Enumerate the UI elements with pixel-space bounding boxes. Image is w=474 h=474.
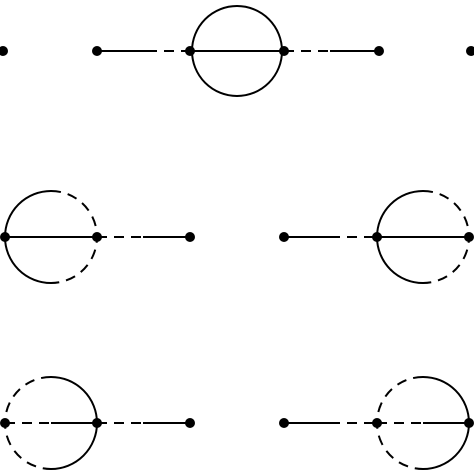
vertex <box>279 46 289 56</box>
vertex <box>0 418 10 428</box>
vertex <box>0 232 10 242</box>
graph-row1-left-dot <box>0 46 8 56</box>
graph-row1-center <box>92 5 384 97</box>
graph-row3-left <box>0 376 195 470</box>
graph-row3-right <box>279 376 474 470</box>
vertex <box>466 46 474 56</box>
vertex <box>185 46 195 56</box>
graph-row2-left <box>0 190 195 284</box>
vertex <box>92 418 102 428</box>
vertex <box>92 232 102 242</box>
vertex <box>464 418 474 428</box>
vertex <box>374 46 384 56</box>
vertex <box>464 232 474 242</box>
vertex <box>279 418 289 428</box>
vertex <box>372 232 382 242</box>
vertex <box>92 46 102 56</box>
vertex <box>185 418 195 428</box>
graph-row2-right <box>279 190 474 284</box>
vertex <box>185 232 195 242</box>
vertex <box>279 232 289 242</box>
vertex <box>0 46 8 56</box>
graph-row1-right-dot <box>466 46 474 56</box>
vertex <box>372 418 382 428</box>
